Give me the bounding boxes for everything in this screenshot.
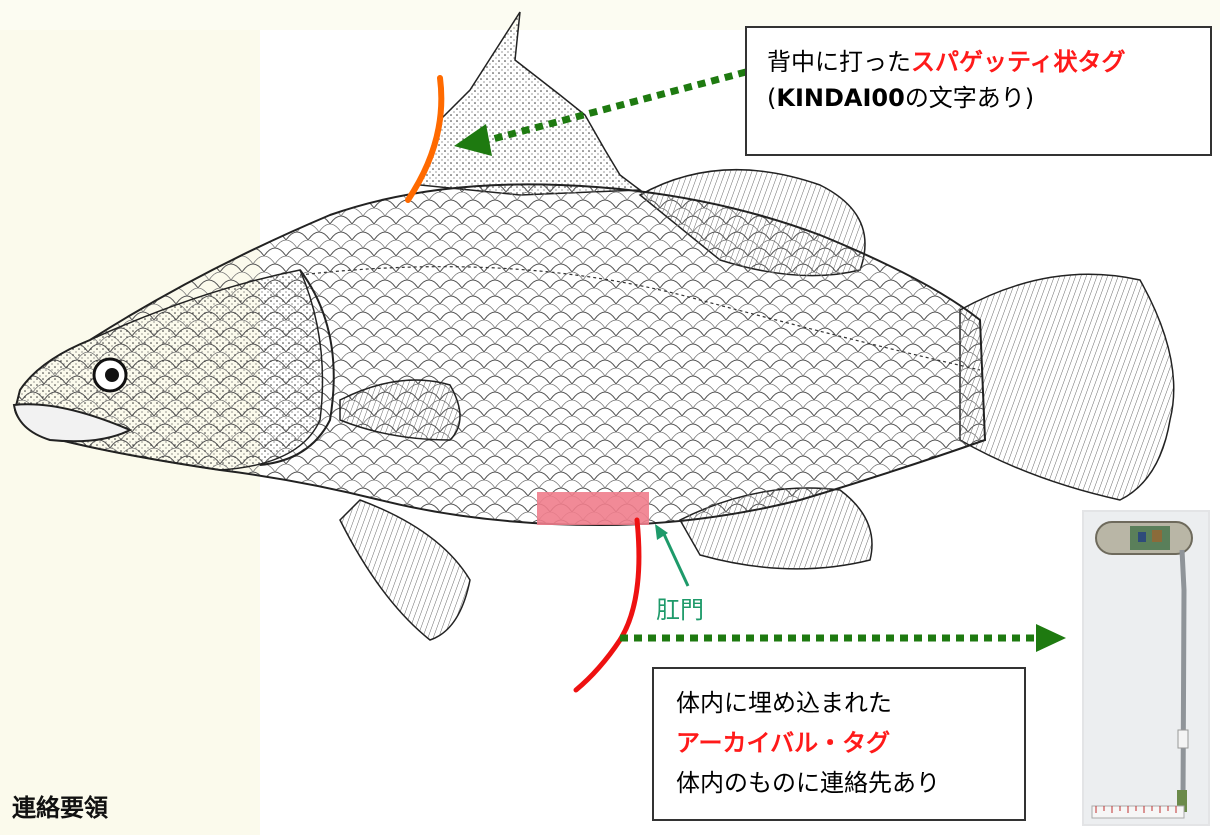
pelvic-fin [339, 499, 471, 641]
archival-tag-callout: 体内に埋め込まれた アーカイバル・タグ 体内のものに連絡先あり [652, 667, 1026, 821]
dorsal-callout-line1: 背中に打ったスパゲッティ状タグ [767, 44, 1190, 80]
contact-title: 連絡要領 [12, 794, 108, 822]
dorsal-callout-line2: (KINDAI00の文字あり) [767, 80, 1190, 116]
archival-callout-line3: 体内のものに連絡先あり [676, 769, 940, 797]
gill-cover [259, 269, 335, 466]
kindai-code: KINDAI00 [776, 84, 905, 112]
spiny-dorsal-fin [419, 11, 643, 196]
fish-mouth [12, 403, 133, 443]
archival-callout-line1: 体内に埋め込まれた [676, 689, 892, 717]
archival-tag-wire [573, 517, 642, 693]
spaghetti-tag-label: スパゲッティ状タグ [911, 48, 1126, 76]
incision-marker [537, 492, 649, 525]
anus-arrow [661, 531, 690, 587]
dorsal-callout-open-paren: ( [767, 84, 777, 112]
dorsal-callout-rest: の文字あり) [904, 84, 1035, 112]
archival-tag-label: アーカイバル・タグ [676, 729, 891, 757]
dorsal-tag-arrow [469, 68, 747, 149]
anus-label: 肛門 [656, 596, 704, 624]
pectoral-fin [339, 379, 461, 441]
lateral-line [299, 266, 981, 371]
dorsal-callout-prefix: 背中に打った [767, 48, 911, 76]
spaghetti-tag [405, 75, 445, 203]
dorsal-tag-callout: 背中に打ったスパゲッティ状タグ (KINDAI00の文字あり) [745, 26, 1212, 156]
caudal-fin [959, 273, 1175, 501]
archival-tag-photo [1082, 510, 1210, 826]
